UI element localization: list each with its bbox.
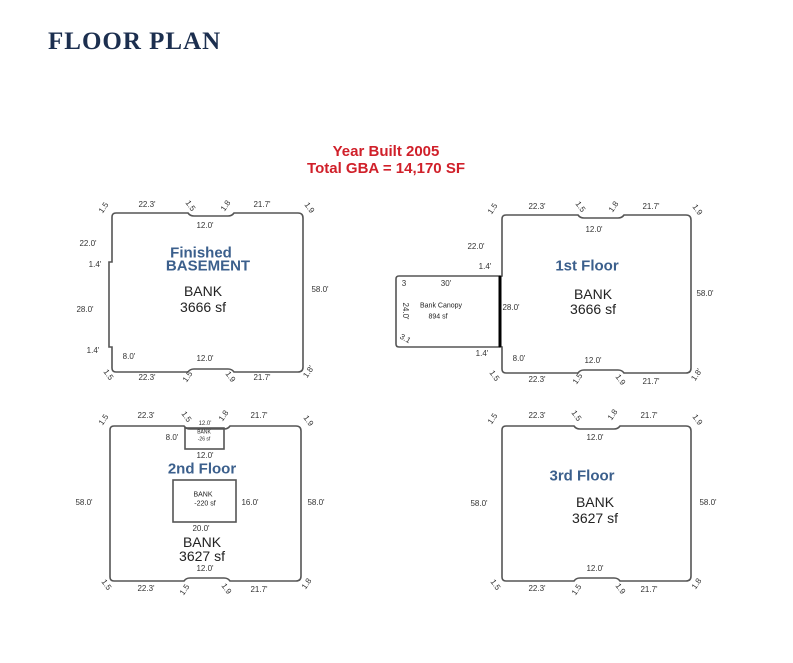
third-floor-area: 3627 sf: [572, 510, 618, 526]
third-dimension-label: 22.3': [528, 411, 546, 420]
first-dimension-label: 22.3': [528, 375, 546, 384]
first-dimension-label: 22.0': [467, 242, 485, 251]
canopy-area: 894 sf: [428, 313, 448, 321]
basement-dimension-label: 1.4': [88, 260, 102, 269]
third-dimension-label: 21.7': [640, 411, 658, 420]
second-dimension-label: 58.0': [307, 498, 325, 507]
large-cutout-width: 20.0': [192, 524, 210, 533]
small-cutout-width: 12.0': [198, 421, 212, 427]
third-floor-outline: [501, 425, 692, 582]
second-floor-outline: [109, 425, 302, 582]
third-dimension-label: 12.0': [586, 433, 604, 442]
first-dimension-label: 1.4': [475, 349, 489, 358]
canopy-width: 30': [440, 279, 452, 288]
basement-outline: [108, 212, 304, 373]
third-dimension-label: 58.0': [699, 498, 717, 507]
third-dimension-label: 12.0': [586, 564, 604, 573]
second-floor-small-cutout: [184, 427, 225, 450]
second-dimension-label: 22.3': [137, 584, 155, 593]
canopy-corner-top: 3: [401, 279, 407, 288]
canopy-depth: 28.0': [502, 303, 520, 312]
small-cutout-use: BANK: [197, 429, 211, 436]
first-floor-outline: [499, 214, 692, 374]
small-cutout-height: 8.0': [165, 433, 179, 442]
basement-area: 3666 sf: [180, 299, 226, 315]
canopy-height: 24.0': [401, 302, 410, 320]
basement-name-line2: BASEMENT: [165, 257, 251, 275]
second-dimension-label: 21.7': [250, 585, 268, 594]
basement-dimension-label: 21.7': [253, 373, 271, 382]
basement-dimension-label: 28.0': [76, 305, 94, 314]
second-floor-large-cutout: [172, 479, 237, 523]
second-dimension-label: 21.7': [250, 411, 268, 420]
large-cutout-area: -220 sf: [194, 500, 216, 508]
third-dimension-label: 58.0': [470, 499, 488, 508]
page-title: FLOOR PLAN: [48, 28, 222, 55]
canopy-outline: [395, 275, 500, 348]
second-dimension-label: 22.3': [137, 411, 155, 420]
first-dimension-label: 12.0': [584, 356, 602, 365]
basement-dimension-label: 1.4': [86, 346, 100, 355]
third-floor-use: BANK: [575, 494, 615, 510]
basement-name-line1: Finished: [170, 244, 232, 262]
third-dimension-label: 22.3': [528, 584, 546, 593]
second-dimension-label: 12.0': [196, 564, 214, 573]
basement-dimension-label: 12.0': [196, 221, 214, 230]
first-floor-name: 1st Floor: [555, 257, 619, 275]
first-dimension-label: 58.0': [696, 289, 714, 298]
second-floor-use: BANK: [182, 534, 222, 550]
first-floor-use: BANK: [573, 286, 613, 302]
basement-dimension-label: 22.0': [79, 239, 97, 248]
year-built: Year Built 2005: [332, 143, 440, 160]
large-cutout-use: BANK: [193, 491, 213, 499]
third-floor-name: 3rd Floor: [549, 467, 615, 485]
first-dimension-label: 1.4': [478, 262, 492, 271]
basement-dimension-label: 8.0': [122, 352, 136, 361]
basement-dimension-label: 22.3': [138, 373, 156, 382]
canopy-name: Bank Canopy: [419, 302, 463, 310]
second-floor-name: 2nd Floor: [167, 460, 237, 478]
first-dimension-label: 21.7': [642, 202, 660, 211]
large-cutout-height: 16.0': [241, 498, 259, 507]
small-cutout-area: -26 sf: [197, 436, 211, 443]
total-gba: Total GBA = 14,170 SF: [307, 160, 465, 177]
basement-dimension-label: 58.0': [311, 285, 329, 294]
basement-dimension-label: 21.7': [253, 200, 271, 209]
second-floor-area: 3627 sf: [179, 548, 225, 564]
basement-dimension-label: 22.3': [138, 200, 156, 209]
basement-dimension-label: 12.0': [196, 354, 214, 363]
first-dimension-label: 22.3': [528, 202, 546, 211]
first-floor-area: 3666 sf: [570, 301, 616, 317]
first-dimension-label: 8.0': [512, 354, 526, 363]
third-dimension-label: 21.7': [640, 585, 658, 594]
first-dimension-label: 12.0': [585, 225, 603, 234]
second-dimension-label: 58.0': [75, 498, 93, 507]
first-dimension-label: 21.7': [642, 377, 660, 386]
basement-use: BANK: [183, 283, 223, 299]
small-cutout-width-bottom: 12.0': [196, 451, 214, 460]
